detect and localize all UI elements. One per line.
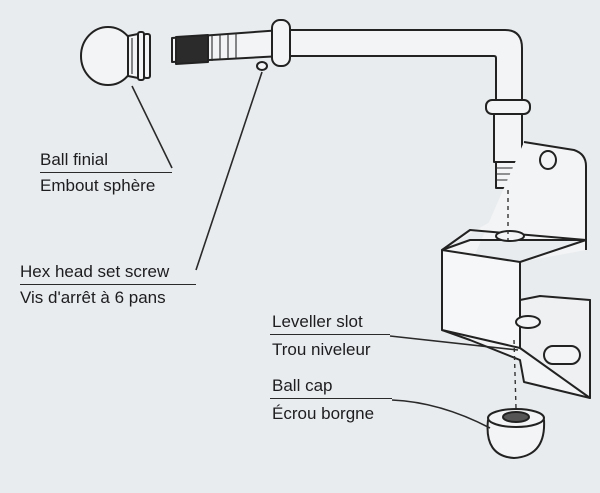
- alignment-line-lower: [513, 339, 517, 409]
- leveller-slot-label-fr: Trou niveleur: [272, 340, 371, 359]
- ball-finial-label-fr: Embout sphère: [40, 176, 156, 195]
- set-screw-label-fr: Vis d'arrêt à 6 pans: [20, 288, 166, 307]
- set-screw-rule: [20, 284, 196, 285]
- leveller-slot-rule: [270, 334, 390, 335]
- set-screw-label-en: Hex head set screw: [20, 262, 170, 281]
- leveller-leader: [389, 335, 519, 351]
- ball-cap-label-fr: Écrou borgne: [272, 404, 375, 423]
- leveller-slot-label-en: Leveller slot: [272, 312, 363, 331]
- ball-cap-label-en: Ball cap: [272, 376, 333, 395]
- ball-finial-label-en: Ball finial: [40, 150, 109, 169]
- ball-cap-part: [486, 408, 546, 459]
- set-screw-leader: [195, 71, 263, 271]
- ball-finial-leader: [131, 85, 173, 169]
- ball-finial-part: [80, 26, 151, 86]
- bracket-part: [441, 141, 591, 399]
- ball-cap-rule: [270, 398, 392, 399]
- rod-part: [171, 19, 531, 189]
- ball-cap-leader: [391, 399, 491, 429]
- ball-finial-rule: [40, 172, 172, 173]
